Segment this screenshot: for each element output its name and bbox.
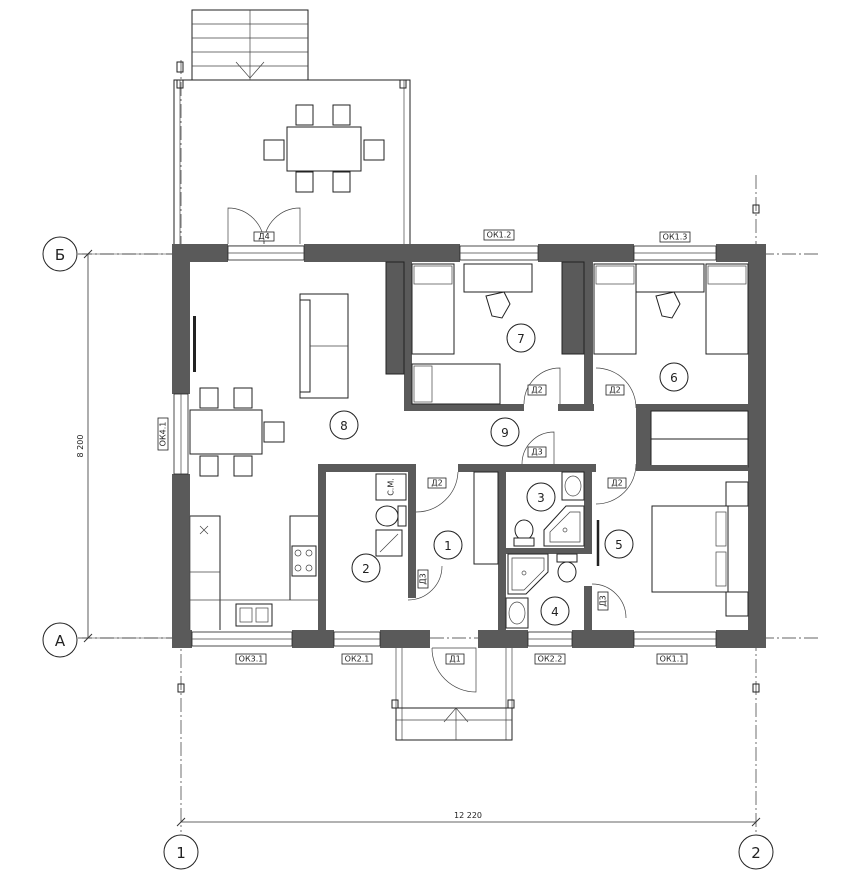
chair: [485, 291, 511, 319]
washbasin: [561, 471, 585, 501]
bed: [411, 263, 455, 355]
washing-machine: [375, 473, 407, 501]
room-number-9: 9: [501, 426, 509, 440]
corner-shower: [507, 553, 549, 595]
doors: Д1 Д2 Д2 Д2 Д2 Д3 Д3: [407, 367, 637, 693]
bed: [593, 263, 637, 355]
axis-label-b: Б: [55, 246, 65, 264]
terrace: Д4: [173, 9, 411, 247]
window-label-ok22: ОК2.2: [538, 655, 563, 664]
dimension-horizontal: 12 220: [176, 811, 761, 827]
door-label-d2b: Д2: [609, 386, 620, 395]
kitchen-units: [189, 515, 318, 630]
room-marker-6: 6: [659, 362, 689, 392]
sofa: [299, 293, 349, 399]
door-d2-hall: Д2: [415, 471, 459, 513]
bedroom-6-furniture: [593, 263, 749, 355]
room-number-2: 2: [362, 562, 370, 576]
windows: ОК1.2 ОК1.3 ОК4.1 ОК3.1 ОК2.1 ОК2.2 ОК1.…: [157, 229, 717, 665]
dimension-vertical: 8 200: [76, 249, 176, 643]
door-d2-bedroom5: Д2: [595, 463, 637, 505]
washing-machine-label: С.М.: [387, 478, 396, 496]
toilet: [375, 505, 407, 527]
axis-label-a: А: [55, 632, 66, 650]
window-label-ok31: ОК3.1: [239, 655, 264, 664]
door-d2-bedroom6: Д2: [595, 367, 637, 409]
bed: [705, 263, 749, 355]
corner-shower: [543, 505, 585, 547]
window-label-ok21: ОК2.1: [345, 655, 370, 664]
tv-panel: [193, 316, 196, 372]
axis-label-1: 1: [176, 844, 186, 862]
dimension-height-label: 8 200: [76, 435, 85, 458]
living-room-furniture: [189, 293, 349, 630]
room-number-6: 6: [670, 371, 678, 385]
bedroom-5-furniture: [596, 481, 749, 617]
door-d3-bath4: Д3: [591, 583, 627, 619]
terrace-dining-set: [263, 104, 385, 193]
axis-marker-a: А: [42, 622, 78, 658]
door-label-d4: Д4: [258, 232, 269, 241]
room-marker-7: 7: [506, 323, 536, 353]
desk: [463, 263, 533, 293]
room-number-5: 5: [615, 538, 623, 552]
door-d2-bedroom7: Д2: [523, 367, 561, 405]
window-label-ok12: ОК1.2: [487, 231, 512, 240]
toilet: [513, 519, 535, 547]
room-marker-8: 8: [329, 410, 359, 440]
chair: [655, 291, 681, 319]
door-d3-bath3: Д3: [521, 431, 555, 465]
room-marker-4: 4: [540, 596, 570, 626]
axis-marker-2: 2: [738, 834, 774, 870]
room-marker-3: 3: [526, 482, 556, 512]
stove: [291, 545, 317, 577]
window-label-ok41: ОК4.1: [159, 422, 168, 447]
terrace-stairs: [191, 9, 309, 81]
door-label-d3a: Д3: [531, 448, 542, 457]
room-marker-5: 5: [604, 529, 634, 559]
door-d3-bath2: Д3: [407, 565, 443, 601]
bed: [411, 363, 501, 405]
door-label-d2d: Д2: [431, 479, 442, 488]
door-label-d1: Д1: [449, 655, 460, 664]
dining-set: [189, 387, 285, 477]
shower-tray: [375, 529, 403, 557]
entrance-porch: [177, 204, 760, 741]
room-marker-2: 2: [351, 553, 381, 583]
room-number-3: 3: [537, 491, 545, 505]
door-label-d3c: Д3: [599, 595, 608, 606]
axis-label-2: 2: [751, 844, 761, 862]
toilet: [556, 553, 578, 583]
desk: [635, 263, 705, 293]
interior-walls: [318, 261, 749, 630]
bedroom-7-furniture: [411, 263, 533, 405]
axis-marker-1: 1: [163, 834, 199, 870]
room-number-8: 8: [340, 419, 348, 433]
room-markers: 1 2 3 4 5 6 7 8 9: [329, 323, 689, 626]
window-label-ok11: ОК1.1: [660, 655, 685, 664]
door-label-d2c: Д2: [611, 479, 622, 488]
room-marker-1: 1: [433, 530, 463, 560]
door-d1: Д1: [431, 647, 477, 693]
window-label-ok13: ОК1.3: [663, 233, 688, 242]
washbasin: [505, 597, 529, 629]
door-d4: Д4: [227, 207, 301, 245]
dimension-width-label: 12 220: [454, 811, 482, 820]
room-number-4: 4: [551, 605, 559, 619]
door-label-d2a: Д2: [531, 386, 542, 395]
room-number-1: 1: [444, 539, 452, 553]
room-marker-9: 9: [490, 417, 520, 447]
double-bed: [651, 505, 729, 593]
exterior-walls: [172, 244, 766, 648]
door-label-d3b: Д3: [419, 573, 428, 584]
bath-fixtures: С.М.: [375, 471, 585, 629]
kitchen-sink: [235, 603, 273, 627]
room-number-7: 7: [517, 332, 525, 346]
axis-marker-b: Б: [42, 236, 78, 272]
